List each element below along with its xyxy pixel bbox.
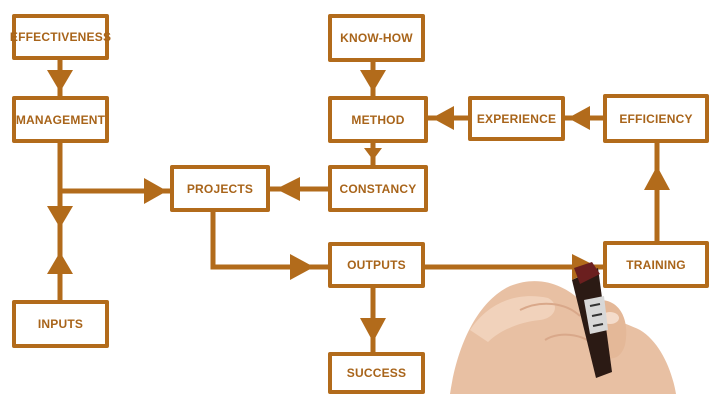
arrowhead-efficiency xyxy=(644,166,670,190)
arrowhead-constancy-top xyxy=(364,148,382,160)
arrowhead-success xyxy=(360,318,386,342)
arrowhead-outputs xyxy=(290,254,314,280)
edge-projects-outputs xyxy=(210,212,328,270)
arrowhead-projects-left xyxy=(144,178,167,204)
node-method: METHOD xyxy=(328,96,428,143)
hand-icon xyxy=(450,281,676,394)
node-effectiveness: EFFECTIVENESS xyxy=(10,14,111,60)
node-experience: EXPERIENCE xyxy=(468,96,565,141)
arrowhead-method-top xyxy=(360,70,386,92)
node-efficiency: EFFICIENCY xyxy=(603,94,709,143)
node-outputs: OUTPUTS xyxy=(328,242,425,288)
node-success: SUCCESS xyxy=(328,352,425,394)
arrowhead-trunk-down xyxy=(47,206,73,228)
node-know-how: KNOW-HOW xyxy=(328,14,425,62)
marker-icon xyxy=(572,262,612,378)
node-projects: PROJECTS xyxy=(170,165,270,212)
node-management: MANAGEMENT xyxy=(12,96,109,143)
arrowhead-trunk-up xyxy=(47,252,73,274)
arrowhead-experience-side xyxy=(568,106,590,130)
arrowhead-projects-side xyxy=(276,177,300,201)
arrowhead-management xyxy=(47,70,73,92)
node-training: TRAINING xyxy=(603,241,709,288)
arrowhead-method-side xyxy=(432,106,454,130)
node-constancy: CONSTANCY xyxy=(328,165,428,212)
node-inputs: INPUTS xyxy=(12,300,109,348)
